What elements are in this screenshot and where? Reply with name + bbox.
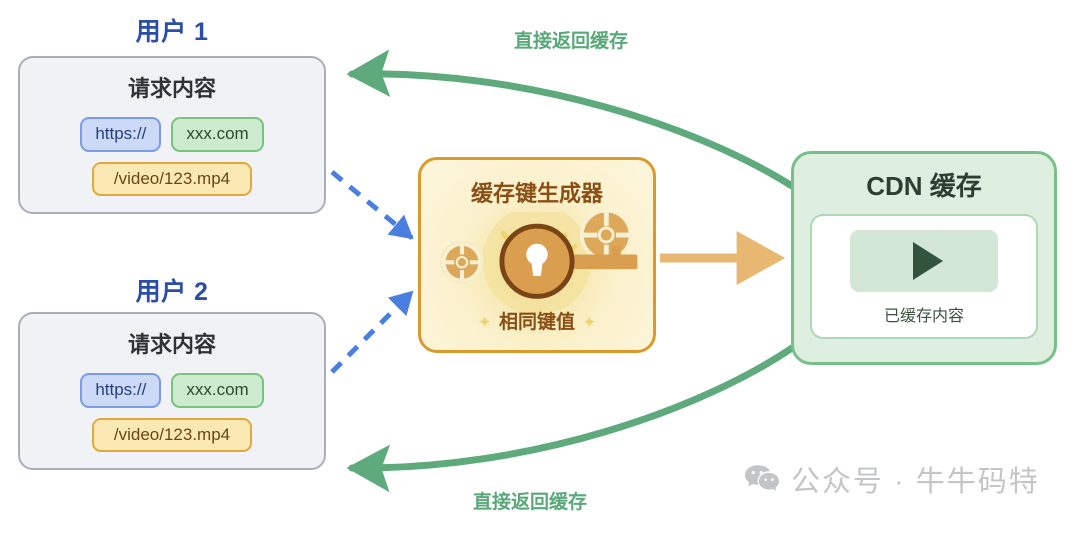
user-1-pill-row-2: /video/123.mp4 (30, 161, 314, 197)
user-1-pill-host: xxx.com (171, 117, 264, 152)
cache-key-generator-subtitle-text: 相同键值 (498, 312, 575, 333)
user-1-pill-row-1: https:// xxx.com (30, 117, 314, 152)
arrow-user1-to-keygen (330, 170, 414, 240)
video-thumbnail (850, 230, 998, 292)
user-2-pill-host: xxx.com (171, 373, 264, 408)
user-2-pill-row-1: https:// xxx.com (30, 373, 314, 408)
user-2-request-card-title: 请求内容 (127, 332, 216, 357)
key-icon (440, 212, 638, 315)
play-icon (913, 242, 943, 280)
user-2-pill-row-2: /video/123.mp4 (30, 417, 314, 453)
cdn-cache-box: CDN 缓存 已缓存内容 (791, 151, 1057, 365)
wechat-icon (745, 465, 779, 491)
cdn-cache-title: CDN 缓存 (866, 171, 982, 201)
user-1-title: 用户 1 (135, 18, 209, 46)
cache-key-generator-subtitle: ✦ 相同键值 ✦ (421, 307, 653, 334)
watermark-text: 公众号 · 牛牛码特 (791, 466, 1040, 498)
user-1-pill-path: /video/123.mp4 (91, 161, 253, 197)
cdn-cached-caption: 已缓存内容 (883, 308, 964, 325)
flow-label-top: 直接返回缓存 (514, 31, 629, 52)
gear-left-icon (440, 240, 484, 285)
user-1-pill-scheme: https:// (80, 117, 162, 152)
cache-key-generator-title: 缓存键生成器 (470, 181, 603, 206)
flow-label-bottom: 直接返回缓存 (473, 492, 588, 513)
gear-right-icon (579, 212, 633, 262)
user-2-request-card: 请求内容 https:// xxx.com /video/123.mp4 (18, 312, 326, 471)
user-2-pill-scheme: https:// (80, 373, 162, 408)
arrow-cdn-to-user2 (346, 344, 796, 493)
user-1-request-card: 请求内容 https:// xxx.com /video/123.mp4 (18, 56, 326, 215)
user-1-request-card-title: 请求内容 (127, 76, 216, 101)
user-2-pill-path: /video/123.mp4 (91, 417, 253, 453)
user-2-title: 用户 2 (135, 278, 209, 306)
arrow-user2-to-keygen (330, 290, 414, 374)
sparkle-right-icon: ✦ (582, 313, 597, 332)
cdn-cached-item: 已缓存内容 (810, 214, 1038, 339)
cache-key-generator-box: 缓存键生成器 (418, 157, 656, 353)
sparkle-left-icon: ✦ (477, 313, 492, 332)
watermark: 公众号 · 牛牛码特 (744, 458, 1040, 500)
